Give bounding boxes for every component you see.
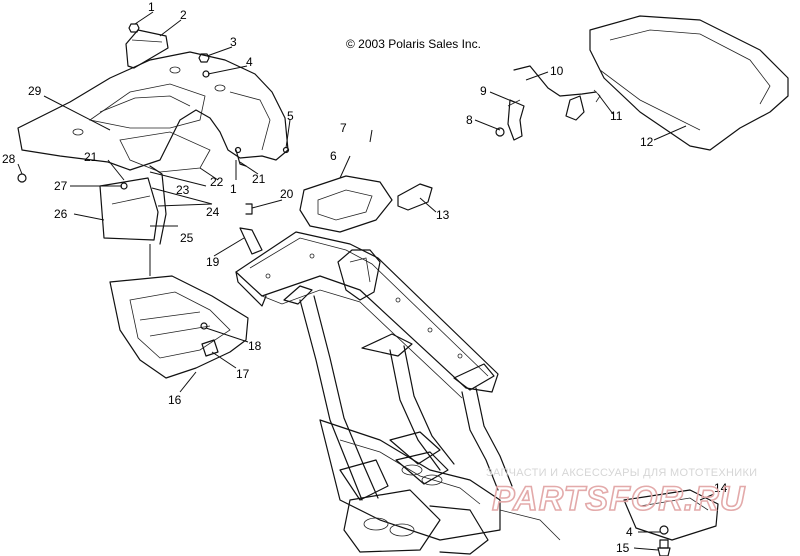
frame: [235, 231, 561, 555]
callout-12: 12: [640, 135, 654, 149]
callout-27: 27: [54, 179, 68, 193]
watermark: ЗАПЧАСТИ И АКСЕССУАРЫ ДЛЯ МОТОТЕХНИКИ PA…: [486, 467, 757, 519]
callout-21a: 21: [84, 150, 98, 164]
callout-1: 1: [148, 0, 155, 14]
clips: [235, 149, 263, 255]
watermark-tagline: ЗАПЧАСТИ И АКСЕССУАРЫ ДЛЯ МОТОТЕХНИКИ: [486, 467, 757, 479]
callout-26: 26: [54, 207, 68, 221]
callout-13: 13: [436, 208, 450, 222]
callout-6: 6: [330, 149, 337, 163]
rear-fender: [17, 51, 289, 173]
callout-5: 5: [287, 109, 294, 123]
callout-4: 4: [246, 55, 253, 69]
callout-10: 10: [550, 64, 564, 78]
latch-bracket: [495, 65, 601, 141]
grab-handle: [125, 29, 169, 69]
callout-25: 25: [180, 231, 194, 245]
side-panels: [99, 165, 167, 245]
callout-3: 3: [230, 35, 237, 49]
callout-21b: 21: [252, 172, 266, 186]
seat: [589, 15, 789, 151]
copyright-text: © 2003 Polaris Sales Inc.: [346, 37, 481, 51]
seat-base: [299, 175, 433, 233]
callout-17: 17: [236, 367, 250, 381]
callout-29: 29: [28, 84, 42, 98]
skid-plate: [623, 489, 719, 556]
callout-7: 7: [340, 121, 347, 135]
callout-19: 19: [206, 255, 220, 269]
callout-28: 28: [2, 152, 16, 166]
callout-labels: 1 2 3 4 5 6 7 8 9 10 11 12 13 14 15 16 1…: [2, 0, 728, 555]
leader-lines: [17, 11, 715, 551]
callout-2: 2: [180, 8, 187, 22]
callout-20: 20: [280, 187, 294, 201]
fasteners-top: [17, 23, 290, 190]
callout-22: 22: [210, 175, 224, 189]
callout-16: 16: [168, 393, 182, 407]
callout-24: 24: [206, 205, 220, 219]
callout-23: 23: [176, 183, 190, 197]
footwell: [109, 275, 249, 379]
callout-18: 18: [248, 339, 262, 353]
callout-9: 9: [480, 84, 487, 98]
callout-14: 14: [714, 481, 728, 495]
callout-11: 11: [610, 109, 623, 123]
callout-8: 8: [466, 113, 473, 127]
watermark-logo: PARTSFOR.RU: [492, 480, 746, 518]
callout-15: 15: [616, 541, 630, 555]
callout-4b: 4: [626, 525, 633, 539]
callout-1b: 1: [230, 182, 237, 196]
